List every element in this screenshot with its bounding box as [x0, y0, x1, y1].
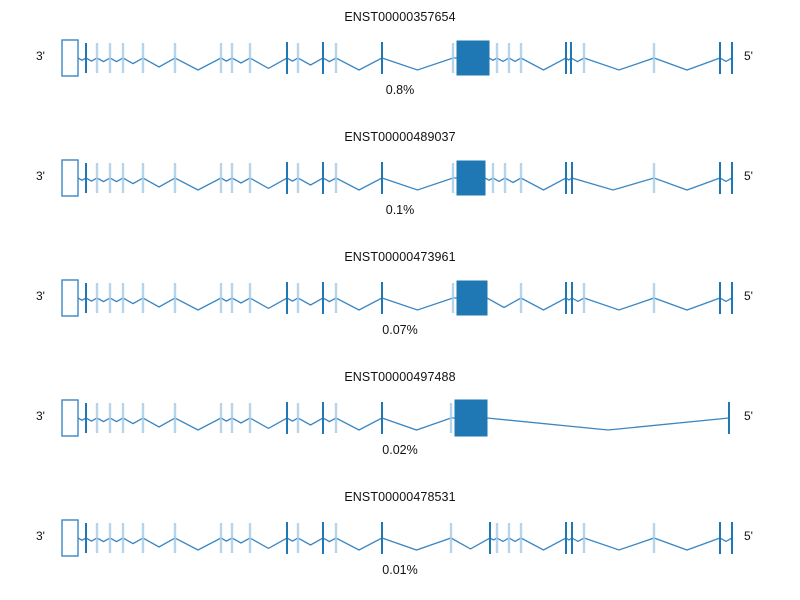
coding-exon-box [456, 40, 490, 76]
utr-box [61, 159, 79, 197]
transcript-track [61, 399, 730, 437]
five-prime-label: 5' [744, 409, 753, 423]
transcript-track [61, 39, 733, 77]
transcript-title: ENST00000478531 [344, 490, 456, 504]
utr-box [61, 519, 79, 557]
three-prime-label: 3' [36, 49, 45, 63]
transcript-title: ENST00000473961 [344, 250, 456, 264]
three-prime-label: 3' [36, 289, 45, 303]
transcript-title: ENST00000489037 [344, 130, 456, 144]
three-prime-label: 3' [36, 169, 45, 183]
intron-line [77, 177, 733, 191]
coding-exon-box [456, 160, 486, 196]
transcript-percent-label: 0.07% [382, 323, 418, 337]
utr-box [61, 399, 79, 437]
coding-exon-box [456, 280, 488, 316]
five-prime-label: 5' [744, 529, 753, 543]
transcript-percent-label: 0.1% [385, 203, 415, 217]
utr-box [61, 39, 79, 77]
transcript-panel: ENST00000473961 3' 5' 0.07% [0, 240, 800, 360]
transcript-panel: ENST00000478531 3' 5' 0.01% [0, 480, 800, 600]
transcript-percent-label: 0.8% [385, 83, 415, 97]
three-prime-label: 3' [36, 409, 45, 423]
transcript-track [61, 159, 733, 197]
transcript-track [61, 279, 733, 317]
transcript-percent-label: 0.01% [382, 563, 418, 577]
three-prime-label: 3' [36, 529, 45, 543]
five-prime-label: 5' [744, 49, 753, 63]
five-prime-label: 5' [744, 289, 753, 303]
five-prime-label: 5' [744, 169, 753, 183]
transcript-panel: ENST00000497488 3' 5' 0.02% [0, 360, 800, 480]
transcript-panel: ENST00000489037 3' 5' 0.1% [0, 120, 800, 240]
transcript-track [61, 519, 733, 557]
utr-box [61, 279, 79, 317]
transcript-percent-label: 0.02% [382, 443, 418, 457]
transcript-panel: ENST00000357654 3' 5' 0.8% [0, 0, 800, 120]
transcript-title: ENST00000357654 [344, 10, 456, 24]
transcript-title: ENST00000497488 [344, 370, 456, 384]
coding-exon-box [454, 399, 488, 437]
intron-line [77, 57, 733, 71]
